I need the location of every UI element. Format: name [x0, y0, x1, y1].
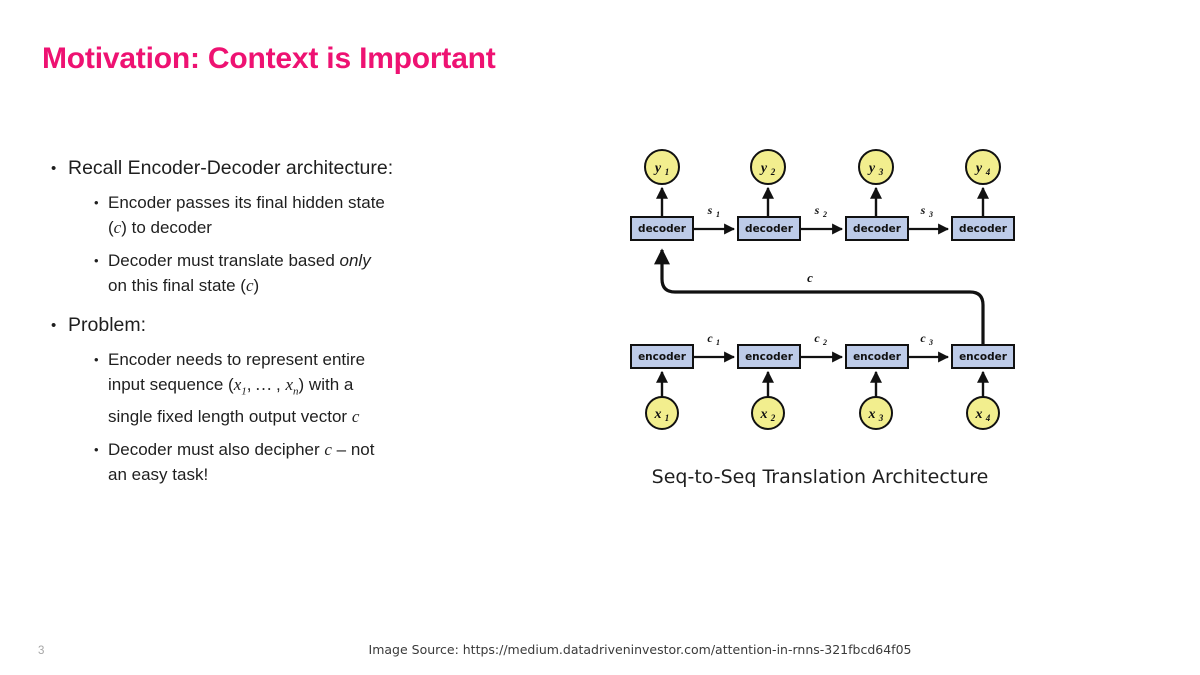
input-node-label: x [868, 407, 876, 422]
input-node: x 4 [966, 396, 1000, 430]
decoder-box: decoder [737, 216, 801, 241]
encoder-edge-label: c 3 [920, 331, 933, 347]
encoder-box-row: encoder encoder encoder encoder [630, 344, 1015, 369]
decoder-edge-label-sub: 1 [716, 210, 720, 219]
encoder-box-label: encoder [638, 351, 687, 363]
output-node-label: y [867, 161, 876, 176]
bullet-marker-icon: • [94, 253, 99, 268]
bullet-list: • Recall Encoder-Decoder architecture: •… [46, 155, 546, 487]
bullet-group-spacer [46, 298, 546, 312]
input-node-subscript: 3 [878, 413, 884, 423]
output-node: y 1 [644, 149, 680, 185]
encoder-edge-label-sub: 1 [716, 338, 720, 347]
decoder-to-output-arrows [656, 186, 989, 217]
decoder-edge-label-base: s [707, 203, 713, 217]
input-node-subscript: 4 [985, 413, 991, 423]
decoder-box-label: decoder [959, 223, 1008, 235]
image-source-credit: Image Source: https://medium.datadriveni… [368, 642, 912, 657]
decoder-edge-label: s 3 [920, 203, 933, 219]
slide-number: 3 [38, 645, 45, 657]
bullet-text: Problem: [68, 314, 147, 336]
decoder-chain-arrows: s 1 s 2 s 3 [693, 203, 950, 235]
encoder-edge-label: c 2 [814, 331, 827, 347]
context-vector-label: c [807, 270, 813, 285]
output-node-group: y 1 y 2 y 3 y 4 [644, 149, 1001, 185]
bullet-text: Encoder passes its final hidden state(c)… [108, 193, 385, 237]
decoder-edge-label: s 2 [814, 203, 827, 219]
output-node-subscript: 3 [878, 167, 884, 177]
output-node-label: y [974, 161, 983, 176]
encoder-edge-label-sub: 3 [928, 338, 933, 347]
input-node-group: x 1 x 2 x 3 x 4 [645, 396, 1000, 430]
decoder-box-label: decoder [853, 223, 902, 235]
output-node-subscript: 4 [985, 167, 991, 177]
decoder-box: decoder [951, 216, 1015, 241]
encoder-edge-label-base: c [814, 331, 820, 345]
bullet-text: Recall Encoder-Decoder architecture: [68, 157, 394, 179]
encoder-edge-label-base: c [920, 331, 926, 345]
decoder-box-label: decoder [745, 223, 794, 235]
input-node-subscript: 1 [665, 413, 670, 423]
bullet-level1: • Recall Encoder-Decoder architecture: [46, 155, 546, 182]
output-node-label: y [653, 161, 662, 176]
bullet-marker-icon: • [94, 195, 99, 210]
output-node-subscript: 2 [770, 167, 776, 177]
input-to-encoder-arrows [656, 370, 989, 397]
bullet-level2: • Encoder passes its final hidden state(… [46, 190, 546, 240]
decoder-box: decoder [845, 216, 909, 241]
encoder-box-label: encoder [959, 351, 1008, 363]
encoder-chain-arrows: c 1 c 2 c 3 [693, 331, 950, 363]
decoder-edge-label-sub: 3 [928, 210, 933, 219]
output-node: y 2 [750, 149, 786, 185]
decoder-box: decoder [630, 216, 694, 241]
figure-caption: Seq-to-Seq Translation Architecture [651, 466, 989, 488]
decoder-edge-label-base: s [920, 203, 926, 217]
encoder-box: encoder [737, 344, 801, 369]
output-node-subscript: 1 [665, 167, 670, 177]
decoder-box-label: decoder [638, 223, 687, 235]
decoder-edge-label: s 1 [707, 203, 720, 219]
seq2seq-architecture-diagram: y 1 y 2 y 3 y 4 [600, 130, 1040, 500]
context-vector-path: c [654, 248, 985, 357]
page-title: Motivation: Context is Important [42, 42, 496, 75]
output-node: y 4 [965, 149, 1001, 185]
encoder-edge-label-sub: 2 [822, 338, 827, 347]
encoder-box-label: encoder [745, 351, 794, 363]
decoder-edge-label-sub: 2 [822, 210, 827, 219]
input-node: x 2 [751, 396, 785, 430]
bullet-marker-icon: • [51, 160, 57, 177]
encoder-box: encoder [951, 344, 1015, 369]
input-node-label: x [654, 407, 662, 422]
decoder-box-row: decoder decoder decoder decoder [630, 216, 1015, 241]
input-node: x 3 [859, 396, 893, 430]
encoder-edge-label: c 1 [707, 331, 720, 347]
bullet-marker-icon: • [94, 352, 99, 367]
input-node-subscript: 2 [770, 413, 776, 423]
encoder-box-label: encoder [853, 351, 902, 363]
encoder-edge-label-base: c [707, 331, 713, 345]
input-node: x 1 [645, 396, 679, 430]
bullet-marker-icon: • [51, 317, 57, 334]
encoder-box: encoder [630, 344, 694, 369]
bullet-level1: • Problem: [46, 312, 546, 339]
encoder-box: encoder [845, 344, 909, 369]
bullet-marker-icon: • [94, 442, 99, 458]
output-node: y 3 [858, 149, 894, 185]
input-node-label: x [760, 407, 768, 422]
output-node-label: y [759, 161, 768, 176]
input-node-label: x [975, 407, 983, 422]
decoder-edge-label-base: s [814, 203, 820, 217]
